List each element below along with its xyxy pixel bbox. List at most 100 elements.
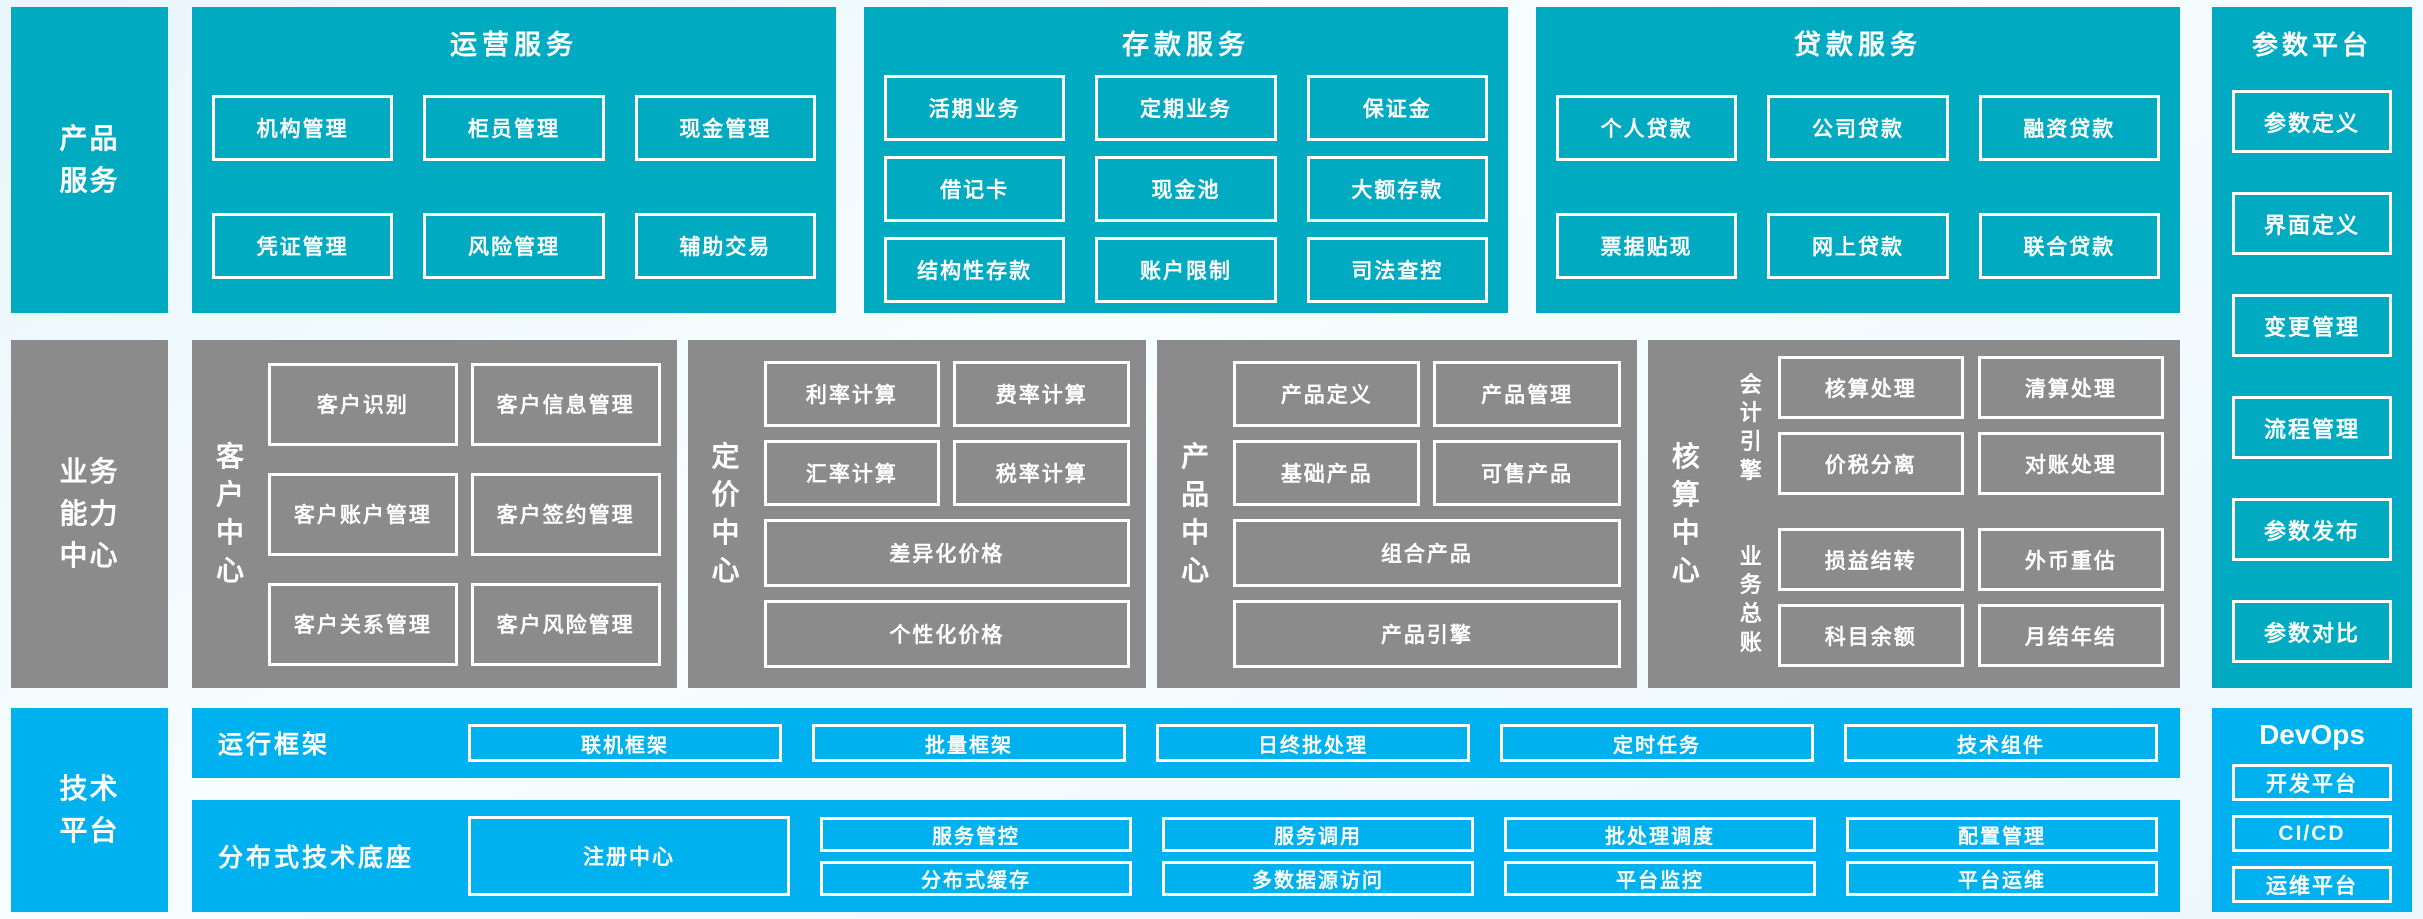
box-interest-calc: 利率计算	[763, 360, 941, 427]
box-customer-identify: 客户识别	[268, 362, 458, 446]
box-month-year-end: 月结年结	[1977, 604, 2164, 667]
box-large-deposit: 大额存款	[1306, 156, 1488, 222]
box-platform-ops: 平台运维	[1846, 860, 2158, 896]
panel-deposit-title: 存款服务	[1122, 30, 1250, 60]
param-platform-boxes: 参数定义 界面定义 变更管理 流程管理 参数发布 参数对比	[2232, 90, 2392, 663]
panel-product-center: 产品中心 产品定义 产品管理 基础产品 可售产品 组合产品 产品引擎	[1157, 340, 1637, 688]
box-bill-discount: 票据贴现	[1556, 213, 1738, 279]
loan-row-2: 票据贴现 网上贷款 联合贷款	[1556, 213, 2160, 279]
box-param-definition: 参数定义	[2232, 90, 2392, 153]
deposit-row-2: 借记卡 现金池 大额存款	[884, 156, 1488, 222]
deposit-boxes: 活期业务 定期业务 保证金 借记卡 现金池 大额存款 结构性存款 账户限制 司法…	[864, 75, 1508, 303]
box-customer-account-mgmt: 客户账户管理	[268, 472, 458, 556]
customer-row-1: 客户识别 客户信息管理	[268, 362, 661, 446]
box-param-compare: 参数对比	[2232, 600, 2392, 663]
box-multi-datasource: 多数据源访问	[1162, 860, 1474, 896]
accounting-engine-row-2: 价税分离 对账处理	[1777, 432, 2164, 495]
box-batch-framework: 批量框架	[812, 724, 1126, 762]
customer-row-2: 客户账户管理 客户签约管理	[268, 472, 661, 556]
vlabel-accounting-engine: 会计引擎	[1724, 356, 1778, 500]
panel-distributed-base: 分布式技术底座 注册中心 服务管控 服务调用 批处理调度 配置管理 分布式缓存 …	[192, 800, 2180, 912]
vlabel-business-ledger-text: 业务总账	[1739, 543, 1762, 655]
panel-loan-services: 贷款服务 个人贷款 公司贷款 融资贷款 票据贴现 网上贷款 联合贷款	[1536, 7, 2180, 313]
panel-accounting-center: 核算中心 会计引擎 核算处理 清算处理 价税分离	[1647, 340, 2180, 688]
box-margin-deposit: 保证金	[1306, 75, 1488, 141]
sidebar-label-product-services-text: 产品服务	[59, 123, 120, 196]
box-time-deposit: 定期业务	[1095, 75, 1277, 141]
business-ledger-boxes: 损益结转 外币重估 科目余额 月结年结	[1777, 528, 2164, 672]
tech-platform-row: 运行框架 联机框架 批量框架 日终批处理 定时任务 技术组件 分布式技术底座 注…	[192, 708, 2180, 912]
box-accounting-process: 核算处理	[1777, 356, 1964, 419]
vlabel-product-center-text: 产品中心	[1181, 441, 1210, 586]
main-area: 运营服务 机构管理 柜员管理 现金管理 凭证管理 风险管理 辅助交易 存款服务	[192, 7, 2180, 912]
devops-title: DevOps	[2259, 719, 2365, 750]
box-exchange-calc: 汇率计算	[763, 439, 941, 506]
distributed-base-grid: 服务管控 服务调用 批处理调度 配置管理 分布式缓存 多数据源访问 平台监控 平…	[820, 816, 2158, 896]
box-subject-balance: 科目余额	[1777, 604, 1964, 667]
box-basic-product: 基础产品	[1233, 439, 1421, 506]
box-platform-monitor: 平台监控	[1504, 860, 1816, 896]
vlabel-product-center: 产品中心	[1157, 340, 1233, 688]
box-fee-calc: 费率计算	[953, 360, 1131, 427]
runtime-framework-label: 运行框架	[218, 731, 331, 759]
box-product-mgmt: 产品管理	[1433, 360, 1621, 427]
box-scheduled-task: 定时任务	[1500, 724, 1814, 762]
box-debit-card: 借记卡	[884, 156, 1066, 222]
box-batch-schedule: 批处理调度	[1504, 816, 1816, 852]
box-process-mgmt: 流程管理	[2232, 396, 2392, 459]
loan-boxes: 个人贷款 公司贷款 融资贷款 票据贴现 网上贷款 联合贷款	[1536, 95, 2180, 279]
box-differential-pricing: 差异化价格	[763, 518, 1131, 587]
panel-devops: DevOps 开发平台 CI/CD 运维平台	[2212, 708, 2412, 912]
box-product-engine: 产品引擎	[1233, 599, 1621, 668]
panel-operations-services: 运营服务 机构管理 柜员管理 现金管理 凭证管理 风险管理 辅助交易	[192, 7, 836, 313]
box-config-mgmt: 配置管理	[1846, 816, 2158, 852]
distributed-base-label: 分布式技术底座	[218, 844, 415, 872]
sidebar-label-tech-platform-text: 技术平台	[59, 773, 120, 846]
box-reconciliation: 对账处理	[1977, 432, 2164, 495]
box-clearing-process: 清算处理	[1977, 356, 2164, 419]
box-distributed-cache: 分布式缓存	[820, 860, 1132, 896]
loan-row-1: 个人贷款 公司贷款 融资贷款	[1556, 95, 2160, 161]
box-service-invoke: 服务调用	[1162, 816, 1474, 852]
panel-loan-title: 贷款服务	[1794, 30, 1922, 60]
box-service-governance: 服务管控	[820, 816, 1132, 852]
vlabel-accounting-center-text: 核算中心	[1671, 441, 1700, 586]
box-syndicated-loan: 联合贷款	[1978, 213, 2160, 279]
distributed-row-1: 服务管控 服务调用 批处理调度 配置管理	[820, 816, 2158, 852]
box-risk-mgmt: 风险管理	[423, 213, 605, 279]
right-column: 参数平台 参数定义 界面定义 变更管理 流程管理 参数发布 参数对比 DevOp…	[2212, 7, 2412, 912]
business-ledger-row-1: 损益结转 外币重估	[1777, 528, 2164, 591]
distributed-row-2: 分布式缓存 多数据源访问 平台监控 平台运维	[820, 860, 2158, 896]
box-eod-batch: 日终批处理	[1156, 724, 1470, 762]
panel-deposit-services: 存款服务 活期业务 定期业务 保证金 借记卡 现金池 大额存款 结构性存款 账户	[864, 7, 1508, 313]
box-ops-platform: 运维平台	[2232, 866, 2392, 903]
category-label-column: 产品服务 业务能力中心 技术平台	[11, 7, 168, 912]
box-sellable-product: 可售产品	[1433, 439, 1621, 506]
accounting-engine-row-1: 核算处理 清算处理	[1777, 356, 2164, 419]
devops-boxes: 开发平台 CI/CD 运维平台	[2232, 764, 2392, 903]
panel-runtime-framework: 运行框架 联机框架 批量框架 日终批处理 定时任务 技术组件	[192, 708, 2180, 778]
vlabel-pricing-center: 定价中心	[688, 340, 764, 688]
box-customer-relation-mgmt: 客户关系管理	[268, 582, 458, 666]
customer-row-3: 客户关系管理 客户风险管理	[268, 582, 661, 666]
box-corporate-loan: 公司贷款	[1767, 95, 1949, 161]
vlabel-accounting-engine-text: 会计引擎	[1739, 371, 1762, 483]
pricing-row-2: 汇率计算 税率计算	[763, 439, 1131, 506]
box-customer-info-mgmt: 客户信息管理	[470, 362, 661, 446]
box-financing-loan: 融资贷款	[1978, 95, 2160, 161]
box-change-mgmt: 变更管理	[2232, 294, 2392, 357]
box-fx-revaluation: 外币重估	[1977, 528, 2164, 591]
deposit-row-3: 结构性存款 账户限制 司法查控	[884, 237, 1488, 303]
box-online-loan: 网上贷款	[1767, 213, 1949, 279]
box-pnl-carryover: 损益结转	[1777, 528, 1964, 591]
box-structured-deposit: 结构性存款	[884, 237, 1066, 303]
vlabel-customer-center: 客户中心	[192, 340, 268, 688]
vlabel-accounting-center: 核算中心	[1648, 340, 1724, 688]
vlabel-customer-center-text: 客户中心	[215, 441, 244, 586]
product-services-row: 运营服务 机构管理 柜员管理 现金管理 凭证管理 风险管理 辅助交易 存款服务	[192, 7, 2180, 313]
box-voucher-mgmt: 凭证管理	[212, 213, 394, 279]
param-platform-title: 参数平台	[2251, 30, 2372, 60]
box-product-definition: 产品定义	[1233, 360, 1421, 427]
box-institution-mgmt: 机构管理	[212, 95, 394, 161]
